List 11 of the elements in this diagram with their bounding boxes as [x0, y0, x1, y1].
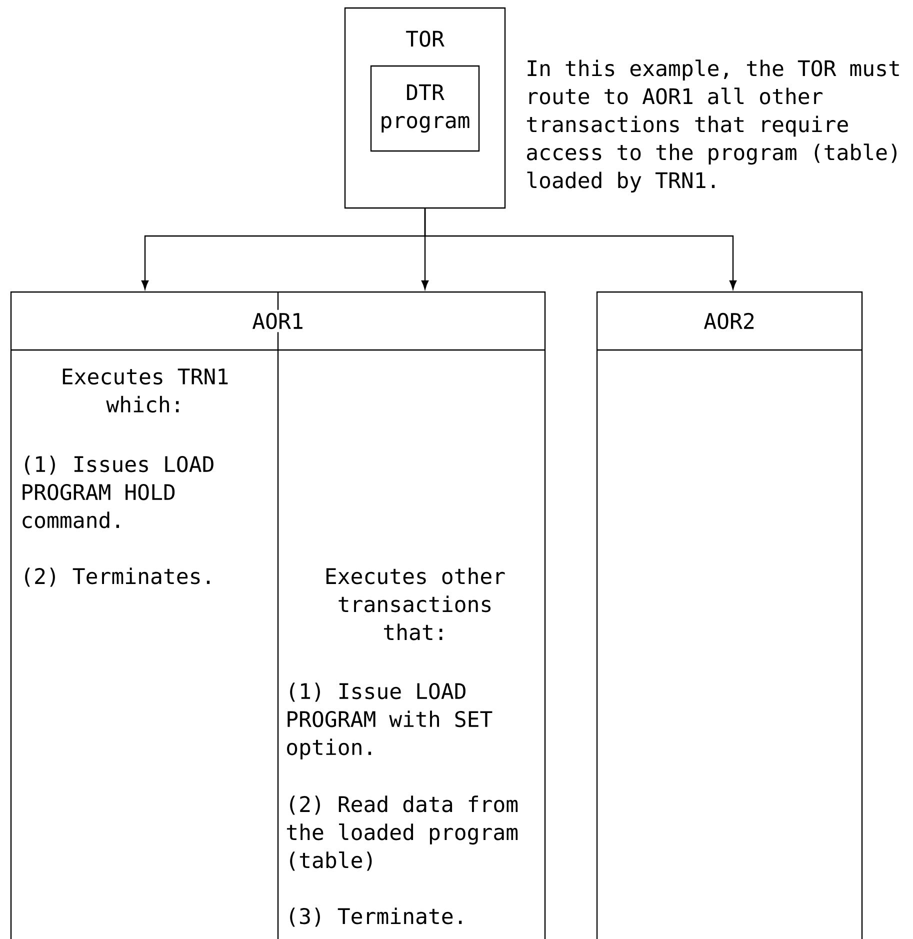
note-text: In this example, the TOR must route to AOR1 all other transactions that require access to the program (table) loaded by TRN1.: [526, 60, 899, 193]
step-text: Executes other transactions that:: [326, 568, 505, 640]
arrow: [424, 208, 737, 290]
step-text: (1) Issues LOAD PROGRAM HOLD command.: [22, 456, 214, 528]
step-text: (1) Issue LOAD PROGRAM with SET option.: [287, 682, 492, 760]
step-text: Executes TRN1 which:: [62, 368, 228, 413]
step-text: (2) Terminates.: [25, 568, 210, 587]
step-text: (3) Terminate.: [290, 908, 462, 927]
program-box: DTR program: [370, 65, 480, 152]
region-box: AOR2: [596, 291, 863, 939]
step-text: (2) Read data from the loaded program (table): [286, 796, 518, 871]
